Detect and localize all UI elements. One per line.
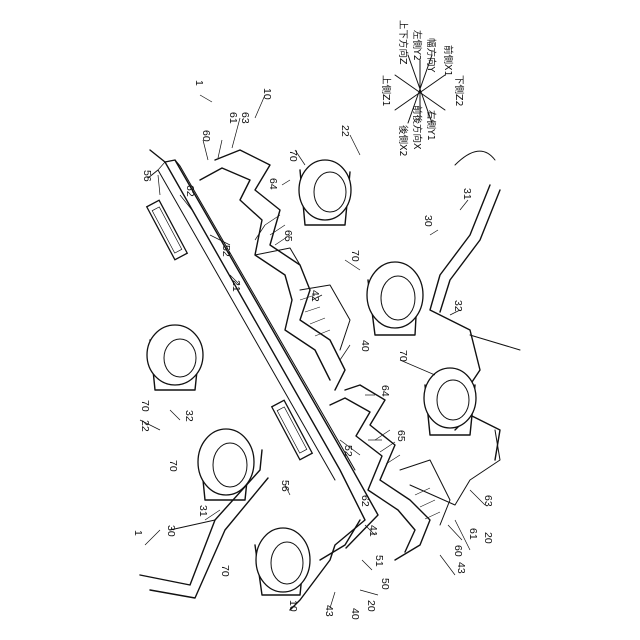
label-20-bottom: 20 [365, 600, 377, 612]
label-1-top: 1 [193, 80, 205, 86]
label-10-top: 10 [261, 88, 273, 100]
label-61-top: 61 [227, 112, 239, 124]
direction-legend-text: 上下方向Z 左側Y2 幅方向Y 前側X1 上側Z1 下側Z2 後側X2 前後方向… [380, 20, 465, 157]
label-52-top: 52 [220, 245, 232, 257]
label-31-left: 31 [197, 505, 209, 517]
boss-2 [367, 262, 423, 335]
upper-rail [430, 185, 520, 400]
label-1-left: 1 [132, 530, 144, 536]
legend-rear: 後側X2 [397, 125, 409, 157]
label-56-top: 56 [141, 170, 153, 182]
label-70-d: 70 [167, 460, 179, 472]
label-32-left: 32 [183, 410, 195, 422]
legend-lower: 下側Z2 [453, 75, 465, 107]
slot-fitting-upper [147, 200, 188, 260]
label-40-bottom: 40 [349, 608, 361, 620]
boss-3 [424, 368, 476, 435]
label-22-left: 22 [139, 420, 151, 432]
label-50: 50 [379, 578, 391, 590]
legend-front-rear: 前後方向X [411, 105, 423, 150]
label-70-a: 70 [287, 150, 299, 162]
label-65-mid: 65 [395, 430, 407, 442]
label-56-mid: 56 [279, 480, 291, 492]
label-63-top: 63 [239, 112, 251, 124]
label-64-mid: 64 [379, 385, 391, 397]
label-43-bottom-left: 43 [323, 605, 335, 617]
label-70-b: 70 [349, 250, 361, 262]
legend-width: 幅方向Y [425, 38, 437, 73]
legend-front: 前側X1 [442, 45, 454, 77]
label-62-mid: 62 [359, 495, 371, 507]
label-42: 42 [309, 290, 321, 302]
label-43-bottom: 43 [455, 562, 467, 574]
label-40-mid: 40 [359, 340, 371, 352]
label-60-top: 60 [200, 130, 212, 142]
label-30-top: 30 [422, 215, 434, 227]
label-60-bottom: 60 [452, 545, 464, 557]
legend-left: 左側Y2 [411, 30, 423, 61]
legend-right: 右側Y1 [425, 110, 437, 141]
label-31-top: 31 [461, 188, 473, 200]
boss-5 [255, 528, 310, 595]
label-52-mid: 52 [342, 445, 354, 457]
boss-6 [147, 325, 203, 390]
boss-7-partial [455, 151, 495, 165]
label-70-c: 70 [397, 350, 409, 362]
legend-upper: 上側Z1 [380, 75, 392, 107]
label-63-bottom: 63 [482, 495, 494, 507]
legend-up-down: 上下方向Z [397, 20, 409, 65]
label-70-left: 70 [139, 400, 151, 412]
label-65-top: 65 [282, 230, 294, 242]
label-70-e: 70 [219, 565, 231, 577]
label-51: 51 [373, 555, 385, 567]
label-22-top: 22 [339, 125, 351, 137]
label-30-left: 30 [165, 525, 177, 537]
label-10-bottom: 10 [287, 600, 299, 612]
label-61-bottom: 61 [467, 528, 479, 540]
label-20-right: 20 [482, 532, 494, 544]
boss-1 [299, 160, 351, 225]
label-21: 21 [230, 280, 242, 292]
label-32-top: 32 [452, 300, 464, 312]
label-64-top: 64 [267, 178, 279, 190]
label-62-top: 62 [184, 185, 196, 197]
boss-4 [198, 429, 254, 500]
label-41: 41 [367, 525, 379, 537]
